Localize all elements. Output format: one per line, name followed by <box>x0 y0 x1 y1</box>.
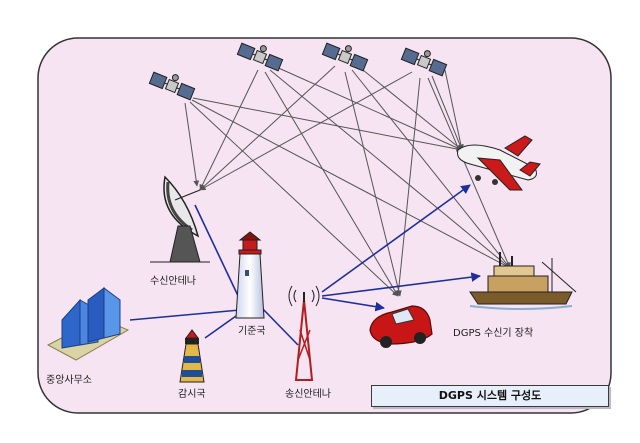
correction-links <box>129 184 481 346</box>
satellite-1-icon <box>148 71 196 101</box>
reference-station-label: 기준국 <box>238 326 266 337</box>
satellite-4-icon <box>400 47 448 77</box>
dgps-receiver-label: DGPS 수신기 장착 <box>453 328 534 339</box>
transmit-antenna-label: 송신안테나 <box>285 389 331 400</box>
ship-icon <box>469 252 577 310</box>
diagram-panel <box>37 37 612 414</box>
satellite-dish-icon <box>150 175 210 263</box>
central-office-label: 중앙사무소 <box>46 375 92 386</box>
car-icon <box>369 305 433 348</box>
monitor-station-icon <box>179 329 205 383</box>
office-building-icon <box>46 287 130 361</box>
satellite-2-icon <box>236 42 284 72</box>
receive-antenna-label: 수신안테나 <box>150 276 196 287</box>
diagram-title: DGPS 시스템 구성도 <box>371 385 609 407</box>
satellite-signal-arrows <box>184 65 511 297</box>
lighthouse-icon <box>235 231 265 319</box>
radio-tower-icon <box>288 285 320 381</box>
monitor-station-label: 감시국 <box>178 389 206 400</box>
airplane-icon <box>457 135 541 191</box>
satellite-3-icon <box>321 42 369 72</box>
